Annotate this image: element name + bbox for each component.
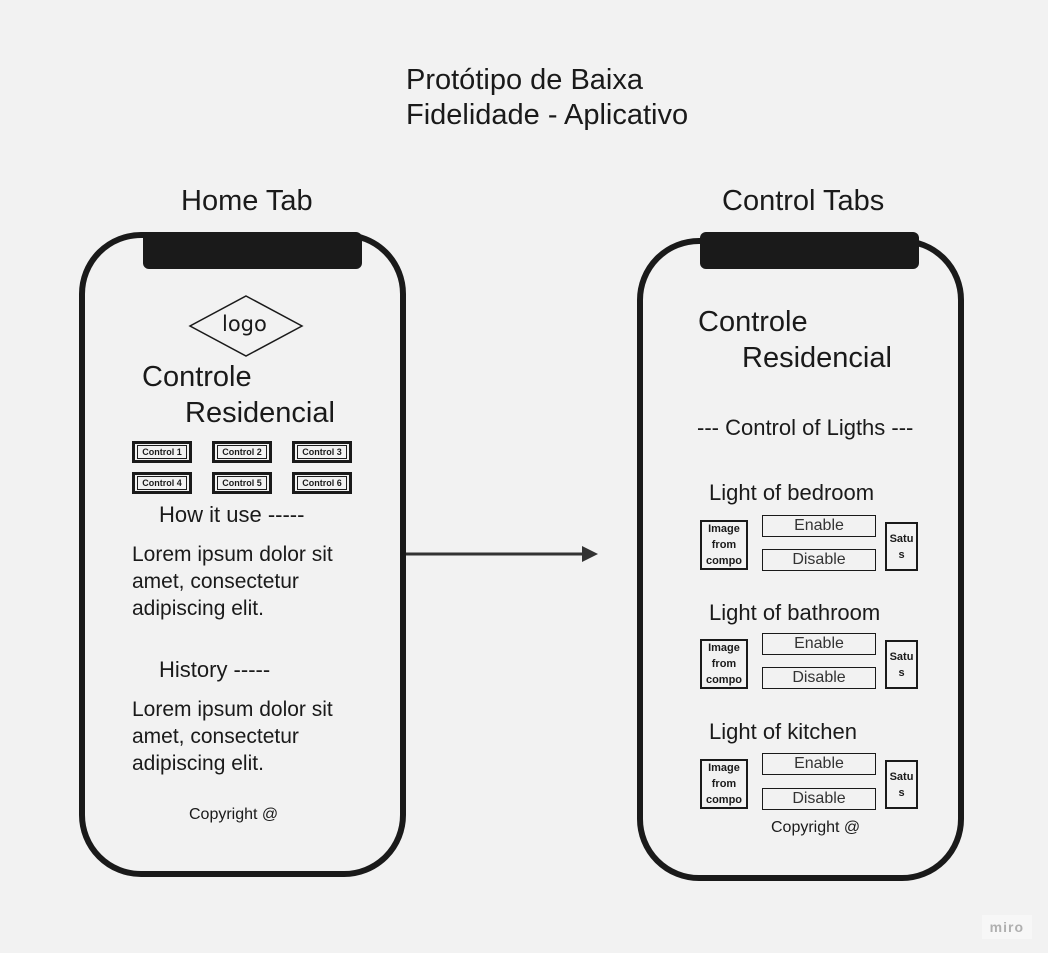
control-3-label: Control 3 [297,445,347,459]
history-text: Lorem ipsum dolor sit amet, consectetur … [132,698,333,775]
light-bathroom-title: Light of bathroom [709,600,881,625]
control-2-button[interactable]: Control 2 [212,441,272,463]
light-bathroom-status: Satus [885,640,918,689]
control-of-lights-heading: --- Control of Ligths --- [697,415,914,440]
home-phone-notch [143,232,362,269]
history-heading: History ----- [159,657,271,682]
control-1-label: Control 1 [137,445,187,459]
light-kitchen-title: Light of kitchen [709,719,857,744]
light-bedroom-disable-button[interactable]: Disable [762,549,876,571]
light-kitchen-enable-button[interactable]: Enable [762,753,876,775]
how-it-use-text: Lorem ipsum dolor sit amet, consectetur … [132,543,333,620]
home-phone-frame [79,232,406,877]
light-bedroom-status: Satus [885,522,918,571]
control-phone-notch [700,232,919,269]
home-tab-title: Home Tab [181,185,313,217]
control-1-button[interactable]: Control 1 [132,441,192,463]
diagram-title-line-1: Protótipo de Baixa [406,64,643,96]
home-copyright: Copyright @ [189,806,279,823]
control-tabs-title: Control Tabs [722,185,885,217]
light-bathroom-image: Image from compo [700,639,748,689]
control-5-button[interactable]: Control 5 [212,472,272,494]
control-app-name-line-1: Controle [698,306,808,338]
control-5-label: Control 5 [217,476,267,490]
navigation-arrow [406,546,598,562]
control-4-label: Control 4 [137,476,187,490]
logo-diamond [188,295,304,357]
light-bathroom-enable-button[interactable]: Enable [762,633,876,655]
control-2-label: Control 2 [217,445,267,459]
logo-label: logo [222,312,267,336]
control-3-button[interactable]: Control 3 [292,441,352,463]
home-app-name-line-1: Controle [142,361,252,393]
diagram-title-line-2: Fidelidade - Aplicativo [406,99,689,131]
control-phone-frame [637,238,964,881]
light-bedroom-image: Image from compo [700,520,748,570]
control-6-button[interactable]: Control 6 [292,472,352,494]
light-kitchen-disable-button[interactable]: Disable [762,788,876,810]
light-kitchen-status: Satus [885,760,918,809]
control-copyright: Copyright @ [771,819,861,836]
light-kitchen-image: Image from compo [700,759,748,809]
miro-watermark: miro [981,915,1032,939]
how-it-use-heading: How it use ----- [159,502,305,527]
control-4-button[interactable]: Control 4 [132,472,192,494]
control-6-label: Control 6 [297,476,347,490]
light-bedroom-enable-button[interactable]: Enable [762,515,876,537]
home-app-name-line-2: Residencial [185,397,335,429]
light-bathroom-disable-button[interactable]: Disable [762,667,876,689]
light-bedroom-title: Light of bedroom [709,480,875,505]
control-app-name-line-2: Residencial [742,342,892,374]
